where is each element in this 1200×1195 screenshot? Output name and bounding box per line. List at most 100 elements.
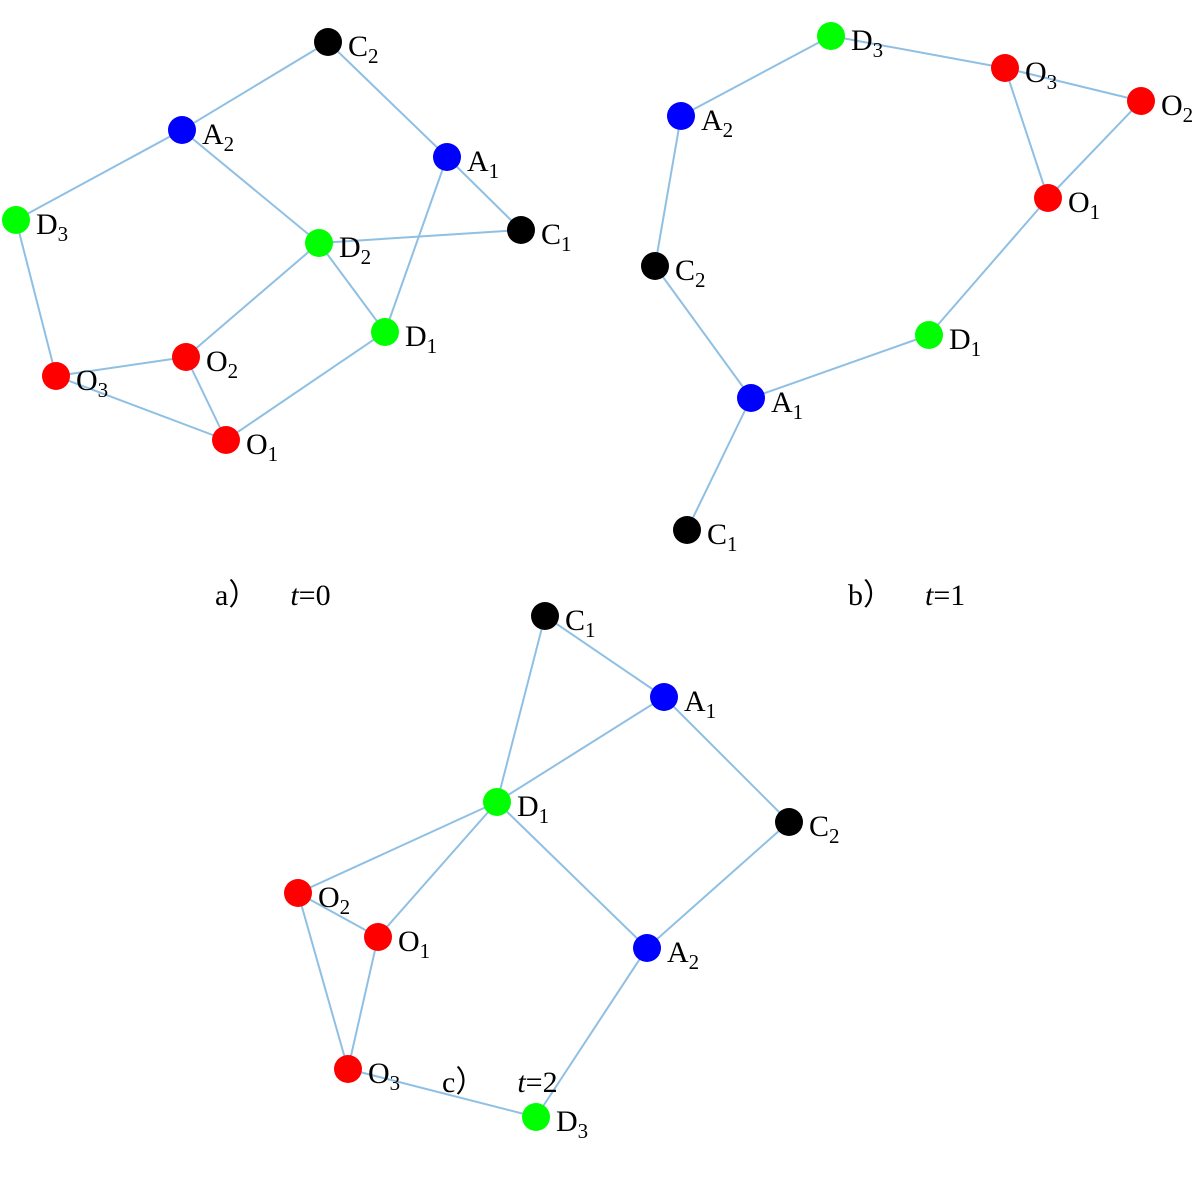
edge-A1-C2 xyxy=(663,696,790,823)
node-label-letter: D xyxy=(36,208,58,241)
node-label-letter: D xyxy=(556,1105,578,1138)
caption-time-value: =1 xyxy=(933,579,965,612)
node-A1 xyxy=(650,683,678,711)
node-label-subscript: 1 xyxy=(706,699,717,723)
edge-C2-A1 xyxy=(654,265,752,399)
node-label-subscript: 2 xyxy=(695,268,706,292)
edge-D2-D1 xyxy=(318,242,386,333)
node-label-subscript: 1 xyxy=(793,400,804,424)
edge-O3-O2 xyxy=(1004,67,1142,102)
node-label-letter: C xyxy=(565,604,585,637)
edge-O1-O3 xyxy=(347,936,379,1070)
node-label-subscript: 2 xyxy=(368,44,379,68)
node-label-letter: O xyxy=(1161,89,1183,122)
node-O2 xyxy=(172,343,200,371)
node-label-subscript: 1 xyxy=(427,334,438,358)
node-label-letter: C xyxy=(541,218,561,251)
caption-panel-a: a） t=0 xyxy=(215,579,331,612)
node-label-letter: D xyxy=(517,790,539,823)
node-label-letter: O xyxy=(318,881,340,914)
node-label-A2: A2 xyxy=(667,936,699,974)
node-label-D1: D1 xyxy=(949,323,981,361)
edge-D1-A1 xyxy=(750,334,930,399)
edge-D2-O2 xyxy=(185,242,320,358)
node-label-subscript: 2 xyxy=(361,245,372,269)
node-label-subscript: 1 xyxy=(1090,200,1101,224)
node-O2 xyxy=(1127,87,1155,115)
node-label-letter: A xyxy=(684,685,706,718)
node-label-O2: O2 xyxy=(206,345,238,383)
caption-time-variable: t xyxy=(517,1066,526,1099)
node-label-C2: C2 xyxy=(809,810,840,848)
node-label-subscript: 1 xyxy=(420,939,431,963)
node-label-letter: C xyxy=(675,254,695,287)
node-label-D2: D2 xyxy=(339,231,371,269)
caption-prefix: a） xyxy=(215,579,258,612)
node-label-subscript: 1 xyxy=(727,532,738,556)
node-label-D3: D3 xyxy=(36,208,68,246)
edge-D2-C1 xyxy=(318,229,522,244)
node-label-letter: O xyxy=(1068,186,1090,219)
node-label-letter: O xyxy=(206,345,228,378)
edge-O2-O1 xyxy=(297,892,379,938)
edge-A2-D3 xyxy=(680,35,832,117)
edge-D3-O3 xyxy=(830,35,1006,69)
node-A2 xyxy=(168,116,196,144)
caption-prefix: b） xyxy=(848,579,893,612)
node-D3 xyxy=(2,206,30,234)
edge-O2-O1 xyxy=(1047,100,1142,199)
caption-time-variable: t xyxy=(290,579,299,612)
node-label-subscript: 2 xyxy=(689,950,700,974)
nodes-panel-b xyxy=(641,22,1155,544)
caption-time-variable: t xyxy=(925,579,934,612)
edge-C2-A2 xyxy=(646,821,790,949)
node-label-subscript: 2 xyxy=(723,118,734,142)
node-D2 xyxy=(305,229,333,257)
edge-D3-O3 xyxy=(15,219,57,377)
node-label-A1: A1 xyxy=(684,685,716,723)
node-label-A1: A1 xyxy=(467,145,499,183)
edge-O3-O1 xyxy=(1004,67,1049,199)
node-label-O2: O2 xyxy=(1161,89,1193,127)
node-A2 xyxy=(633,934,661,962)
node-O3 xyxy=(334,1055,362,1083)
node-label-letter: O xyxy=(76,364,98,397)
node-label-letter: O xyxy=(398,925,420,958)
caption-time-value: =0 xyxy=(299,579,331,612)
node-label-subscript: 3 xyxy=(1047,70,1058,94)
node-label-subscript: 3 xyxy=(578,1119,589,1143)
node-label-letter: D xyxy=(339,231,361,264)
node-A1 xyxy=(433,143,461,171)
node-label-C1: C1 xyxy=(541,218,572,256)
node-A2 xyxy=(667,102,695,130)
node-D1 xyxy=(483,788,511,816)
edge-C2-A2 xyxy=(181,41,329,131)
edge-O2-O1 xyxy=(185,356,227,441)
node-C1 xyxy=(507,216,535,244)
node-label-letter: C xyxy=(809,810,829,843)
edge-O3-O1 xyxy=(55,375,227,441)
node-label-C2: C2 xyxy=(675,254,706,292)
edge-A1-C1 xyxy=(686,397,752,531)
node-label-subscript: 1 xyxy=(585,618,596,642)
caption-panel-b: b） t=1 xyxy=(848,579,965,612)
edge-C1-A1 xyxy=(544,615,665,698)
node-label-C1: C1 xyxy=(565,604,596,642)
node-label-subscript: 1 xyxy=(539,804,550,828)
edge-C1-D1 xyxy=(496,615,546,803)
edges-panel-b xyxy=(654,35,1142,531)
node-D3 xyxy=(522,1103,550,1131)
edge-D1-A2 xyxy=(496,801,648,949)
caption-panel-c: c）t=2 xyxy=(442,1066,558,1099)
node-label-letter: D xyxy=(949,323,971,356)
node-label-O1: O1 xyxy=(246,428,278,466)
node-label-subscript: 3 xyxy=(390,1071,401,1095)
node-label-O3: O3 xyxy=(76,364,108,402)
caption-prefix: c） xyxy=(442,1066,485,1099)
edge-O3-D3 xyxy=(347,1068,537,1118)
